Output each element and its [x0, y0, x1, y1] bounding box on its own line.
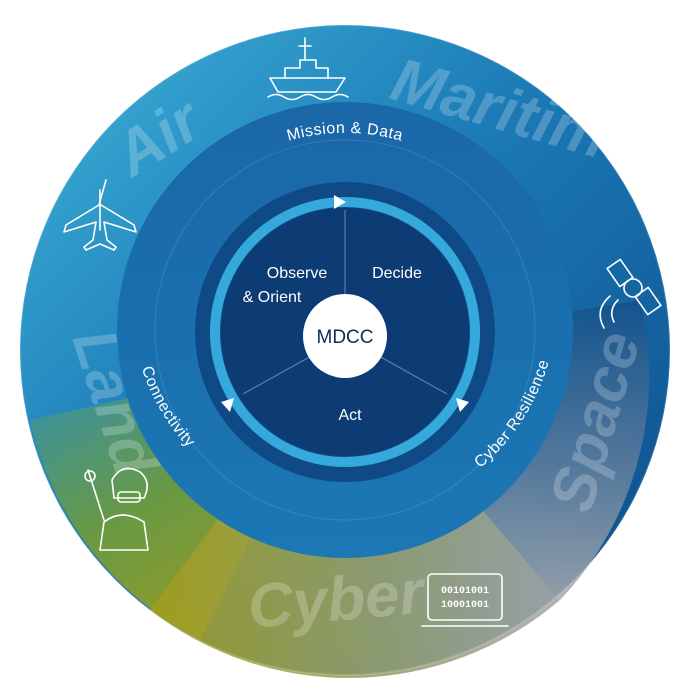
observe-label: Observe [267, 265, 328, 282]
binary-screen-icon: 00101001 10001001 [421, 573, 509, 627]
act-label: Act [338, 407, 362, 424]
ooda-core [195, 182, 495, 482]
soldier-icon [84, 467, 149, 551]
satellite-icon [599, 258, 662, 329]
cycle-arrow-left [221, 398, 234, 412]
domain-label-cyber: Cyber [245, 558, 429, 642]
center-disc [303, 294, 387, 378]
cycle-arrow-top [334, 195, 346, 209]
orient-label: & Orient [243, 289, 302, 306]
cycle-arrow-right [456, 398, 469, 412]
mdcc-center-label: MDCC [317, 327, 374, 348]
binary-line-1: 00101001 [441, 586, 489, 597]
decide-label: Decide [372, 265, 422, 282]
binary-line-2: 10001001 [441, 600, 489, 611]
ship-icon [267, 37, 349, 101]
fighter-jet-icon [63, 179, 137, 251]
